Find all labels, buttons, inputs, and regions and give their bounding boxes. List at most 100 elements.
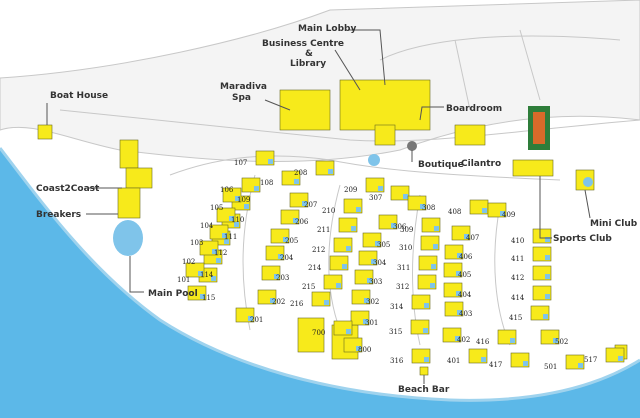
place-labels: Boat House Coast2Coast Breakers Main Poo… (36, 24, 638, 395)
room-number-417: 417 (489, 361, 502, 369)
room-number-115: 115 (202, 294, 215, 302)
room-number-204: 204 (280, 254, 294, 262)
room-number-308: 308 (422, 204, 435, 212)
plunge-pool (367, 278, 372, 283)
label-boat-house: Boat House (50, 91, 108, 101)
room-number-302: 302 (366, 298, 379, 306)
room-number-406: 406 (459, 253, 473, 261)
plunge-pool (244, 204, 249, 209)
plunge-pool (433, 244, 438, 249)
label-boutique: Boutique (418, 160, 464, 170)
plunge-pool (268, 159, 273, 164)
plunge-pool (248, 316, 253, 321)
room-number-408: 408 (448, 208, 461, 216)
room-number-103: 103 (190, 239, 203, 247)
plunge-pool (423, 328, 428, 333)
label-main-lobby: Main Lobby (298, 24, 356, 34)
room-number-411: 411 (511, 255, 524, 263)
sea (0, 148, 640, 418)
plunge-pool (229, 216, 234, 221)
plunge-pool (363, 319, 368, 324)
room-number-207: 207 (304, 201, 317, 209)
plunge-pool (481, 357, 486, 362)
plunge-pool (235, 196, 240, 201)
room-number-212: 212 (312, 246, 325, 254)
label-beach-bar: Beach Bar (398, 385, 450, 395)
plunge-pool (545, 294, 550, 299)
plunge-pool (403, 194, 408, 199)
label-main-pool: Main Pool (148, 289, 198, 299)
plunge-pool (543, 314, 548, 319)
plunge-pool (346, 329, 351, 334)
room-number-110: 110 (231, 216, 244, 224)
room-number-114: 114 (200, 271, 214, 279)
room-number-306: 306 (393, 223, 407, 231)
plunge-pool (274, 274, 279, 279)
plunge-pool (500, 211, 505, 216)
plunge-pool (198, 271, 203, 276)
room-number-501: 501 (544, 363, 557, 371)
room-number-405: 405 (458, 271, 471, 279)
label-coast2coast: Coast2Coast (36, 184, 100, 194)
room-number-215: 215 (302, 283, 315, 291)
room-number-205: 205 (285, 237, 298, 245)
plunge-pool (455, 336, 460, 341)
room-number-314: 314 (390, 303, 404, 311)
plunge-pool (464, 234, 469, 239)
plunge-pool (216, 258, 221, 263)
plunge-pool (457, 253, 462, 258)
plunge-pool (356, 346, 361, 351)
plunge-pool (482, 208, 487, 213)
shoreline (0, 147, 640, 402)
plunge-pool (545, 255, 550, 260)
room-number-414: 414 (511, 294, 525, 302)
room-number-416: 416 (476, 338, 490, 346)
plunge-pool (371, 259, 376, 264)
room-number-403: 403 (459, 310, 472, 318)
plunge-pool (523, 361, 528, 366)
plunge-pool (456, 271, 461, 276)
room-number-214: 214 (308, 264, 322, 272)
plunge-pool (294, 179, 299, 184)
plunge-pool (391, 223, 396, 228)
plunge-pool (364, 298, 369, 303)
plunge-pool (510, 338, 515, 343)
plunge-pool (424, 303, 429, 308)
room-number-107: 107 (234, 159, 247, 167)
room-number-211: 211 (317, 226, 330, 234)
plunge-pool (278, 254, 283, 259)
room-number-108: 108 (260, 179, 273, 187)
room-number-101: 101 (177, 276, 190, 284)
room-number-316: 316 (390, 357, 404, 365)
room-number-312: 312 (396, 283, 409, 291)
boutique-marker (407, 141, 417, 151)
room-number-407: 407 (466, 234, 479, 242)
room-number-102: 102 (182, 258, 195, 266)
plunge-pool (293, 218, 298, 223)
label-maradiva: Maradiva (220, 82, 267, 92)
plunge-pool (270, 298, 275, 303)
plunge-pool (212, 249, 217, 254)
plunge-pool (375, 241, 380, 246)
plunge-pool (328, 169, 333, 174)
room-number-307: 307 (369, 194, 382, 202)
room-number-202: 202 (272, 298, 285, 306)
room-labels: 1071081061051041031021011091101111121141… (177, 159, 597, 371)
label-business-centre: Business Centre (262, 39, 344, 49)
room-number-309: 309 (400, 226, 413, 234)
room-number-412: 412 (511, 274, 524, 282)
room-number-111: 111 (224, 233, 237, 241)
room-number-315: 315 (389, 328, 402, 336)
label-business-amp: & (305, 49, 313, 59)
room-number-409: 409 (502, 211, 515, 219)
room-number-700: 700 (312, 329, 325, 337)
label-mini-club: Mini Club (590, 219, 638, 229)
room-number-402: 402 (457, 336, 470, 344)
label-sports-club: Sports Club (553, 234, 612, 244)
room-number-112: 112 (214, 249, 227, 257)
plunge-pool (342, 264, 347, 269)
room-number-104: 104 (200, 222, 214, 230)
plunge-pool (553, 338, 558, 343)
plunge-pool (254, 186, 259, 191)
